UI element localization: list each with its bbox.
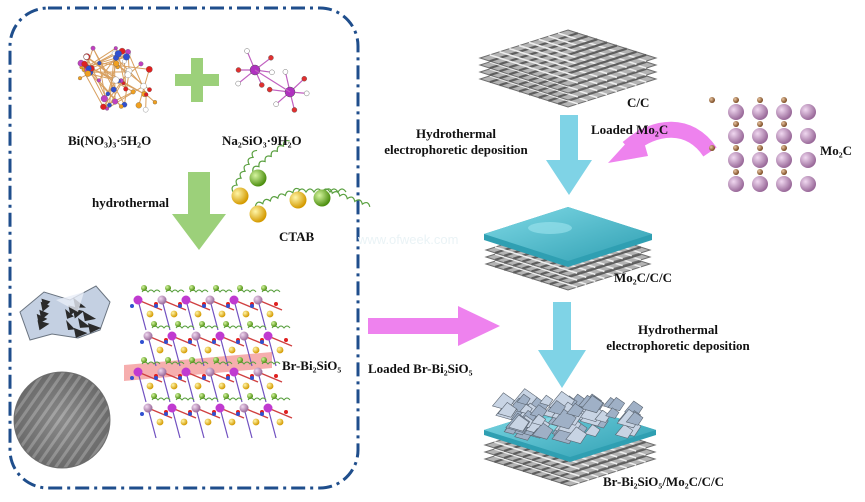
label-loaded-mo2c: Loaded Mo₂C <box>591 122 668 138</box>
label-br-bi2sio5: Br-Bi₂SiO₅ <box>282 358 341 374</box>
label-bi-nitrate: Bi(NO₃)₃·5H₂O <box>68 133 151 149</box>
label-hydrothermal-ep-bottom-line1: Hydrothermal <box>590 322 766 338</box>
hydrothermal-deposition-arrow-top <box>546 115 592 195</box>
nanosheet-morphology <box>20 286 110 340</box>
label-hydrothermal-ep-bottom: Hydrothermal electrophoretic deposition <box>590 322 766 353</box>
label-hydrothermal-ep-top-line1: Hydrothermal <box>368 126 544 142</box>
label-sodium-silicate: Na₂SiO₃·9H₂O <box>222 133 302 149</box>
label-loaded-br-bi2sio5: Loaded Br-Bi₂SiO₅ <box>368 361 472 377</box>
label-final-product: Br-Bi₂SiO₅/Mo₂C/C/C <box>603 474 724 490</box>
label-ctab: CTAB <box>279 229 314 245</box>
label-cc: C/C <box>627 95 649 111</box>
bi-nitrate-molecule <box>78 46 157 112</box>
label-mo2c: Mo₂C <box>820 143 852 159</box>
hydrothermal-deposition-arrow-bottom <box>538 302 586 388</box>
label-hydrothermal-ep-top: Hydrothermal electrophoretic deposition <box>368 126 544 157</box>
mo2c-lattice <box>709 97 816 192</box>
sodium-silicate-molecule <box>236 48 310 112</box>
sem-image <box>14 372 110 468</box>
plus-icon <box>175 58 219 102</box>
label-hydrothermal-ep-bottom-line2: electrophoretic deposition <box>590 338 766 354</box>
ctab-molecules <box>230 139 370 223</box>
label-mo2c-cc: Mo₂C/C/C <box>614 270 672 286</box>
hydrothermal-arrow <box>172 172 226 250</box>
loaded-br-bi2sio5-arrow <box>368 306 500 346</box>
watermark: www.ofweek.com <box>358 232 458 247</box>
label-hydrothermal: hydrothermal <box>92 195 169 211</box>
label-hydrothermal-ep-top-line2: electrophoretic deposition <box>368 142 544 158</box>
